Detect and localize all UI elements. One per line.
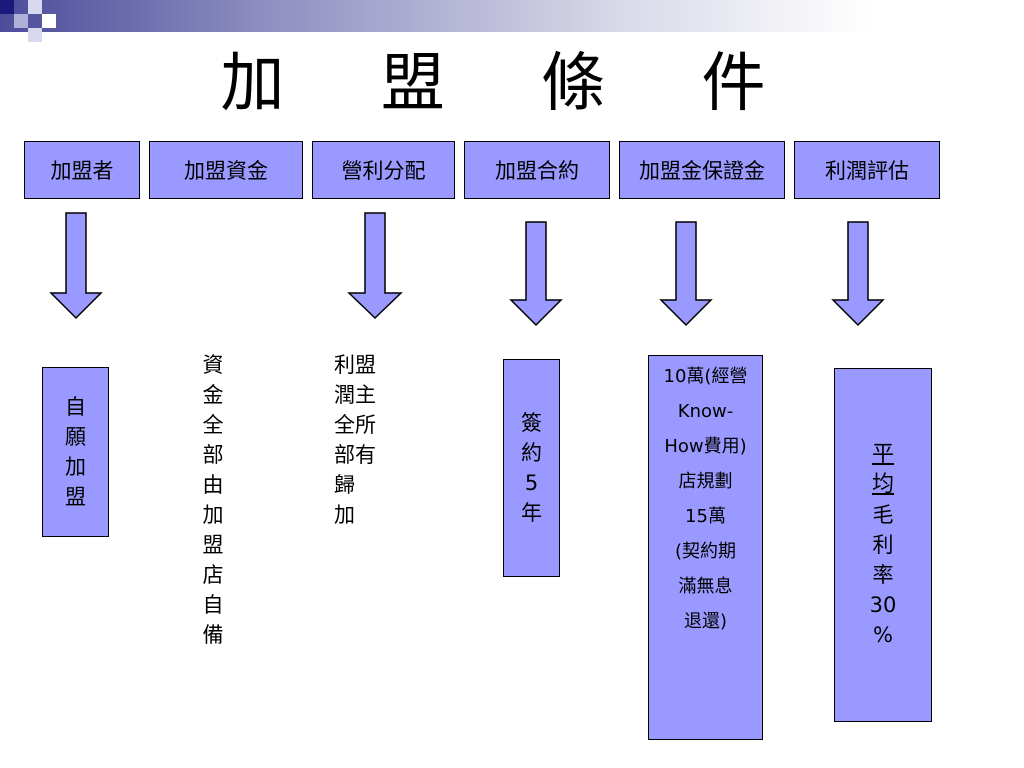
detail-contract-box: 簽 約 5 年	[503, 359, 560, 577]
detail-franchisee-box: 自 願 加 盟	[42, 367, 109, 537]
header-profit-split: 營利分配	[312, 141, 455, 199]
deco-square-2	[14, 14, 28, 28]
detail-profit-eval-rest: 毛 利 率 30 %	[869, 503, 897, 647]
header-funding: 加盟資金	[149, 141, 303, 199]
header-deposit: 加盟金保證金	[619, 141, 785, 199]
deco-square-5	[42, 14, 56, 28]
header-gradient-bar	[0, 0, 1024, 32]
detail-franchisee-text: 自 願 加 盟	[65, 395, 86, 509]
detail-profit-eval-box: 平 均 毛 利 率 30 %	[834, 368, 932, 722]
down-arrow-4	[509, 221, 563, 327]
header-franchisee: 加盟者	[24, 141, 140, 199]
down-arrow-1	[49, 212, 103, 320]
detail-profit-split-text: 利盟 潤主 全所 部有 歸 加	[334, 353, 376, 527]
detail-funding-text: 資 金 全 部 由 加 盟 店 自 備	[202, 353, 224, 647]
header-profit-eval: 利潤評估	[794, 141, 940, 199]
detail-contract-text: 簽 約 5 年	[521, 411, 542, 525]
header-contract: 加盟合約	[464, 141, 610, 199]
down-arrow-3	[347, 212, 403, 320]
detail-profit-eval-head: 平 均	[871, 442, 894, 497]
detail-deposit-text: 10萬(經營 Know- How費用) 店規劃 15萬 (契約期 滿無息 退還)	[663, 366, 748, 632]
down-arrow-6	[831, 221, 885, 327]
deco-square-3	[28, 0, 42, 14]
page-title: 加 盟 條 件	[220, 47, 804, 121]
down-arrow-5	[659, 221, 713, 327]
deco-square-1	[0, 0, 14, 14]
deco-square-4	[28, 28, 42, 42]
detail-deposit-box: 10萬(經營 Know- How費用) 店規劃 15萬 (契約期 滿無息 退還)	[648, 355, 763, 740]
